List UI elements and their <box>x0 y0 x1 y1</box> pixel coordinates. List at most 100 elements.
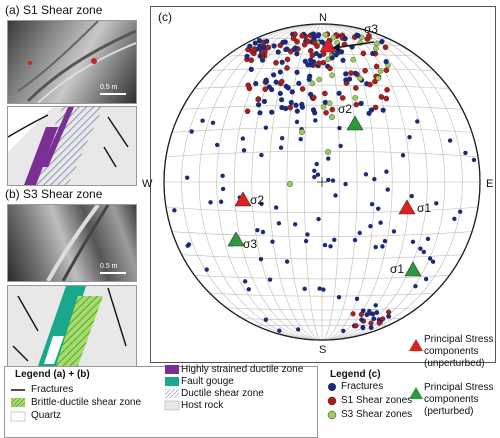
pole-point <box>264 38 270 44</box>
ductile-swatch <box>165 389 179 398</box>
pole-point <box>376 320 382 326</box>
legend-c-fractures: Fractures <box>341 381 384 392</box>
pole-point <box>375 75 382 82</box>
fracture-point <box>343 181 348 187</box>
fracture-point <box>312 168 317 173</box>
pole-point <box>290 35 297 42</box>
pole-point <box>339 95 346 101</box>
pole-point <box>299 86 306 92</box>
pole-point <box>326 100 333 107</box>
pole-point <box>343 77 349 83</box>
sigma3-perturbed-triangle <box>227 231 245 247</box>
pole-point <box>380 107 386 113</box>
left-panel: (a) S1 Shear zone 0.5 m (b) <box>0 0 150 438</box>
pole-point <box>311 35 317 41</box>
sigma2-unperturbed-label: σ2 <box>250 193 265 207</box>
fracture-point <box>313 118 318 123</box>
pole-point <box>294 38 300 45</box>
pole-point <box>374 40 380 47</box>
pole-point <box>340 57 346 63</box>
pole-point <box>275 49 281 55</box>
pole-point <box>248 66 254 72</box>
fracture-point <box>277 328 282 333</box>
pole-point <box>311 39 318 46</box>
fracture-point <box>215 142 220 148</box>
parallel <box>209 293 435 297</box>
legend-gouge: Fault gouge <box>181 376 234 387</box>
pole-point <box>289 89 295 95</box>
sigma2-unperturbed-triangle <box>234 191 252 207</box>
pole-point <box>373 63 380 70</box>
legend-ab-symbols-left <box>10 389 26 422</box>
pole-point <box>315 33 321 39</box>
pole-point <box>374 310 380 315</box>
fracture-point <box>258 256 264 262</box>
fracture-point <box>322 242 328 248</box>
fracture-point <box>425 236 431 242</box>
quartz-swatch <box>10 411 26 422</box>
s1-dot <box>327 396 337 406</box>
fracture-point <box>210 120 216 126</box>
pole-point <box>359 317 365 323</box>
s3-sketch-drawing <box>12 286 127 366</box>
fracture-point <box>326 177 331 183</box>
legend-c-perturbed: Principal Stress components (perturbed) <box>424 382 494 417</box>
fracture-point <box>317 286 322 291</box>
fracture-point <box>457 209 463 214</box>
fracture-point <box>336 294 342 300</box>
pole-point <box>353 101 360 108</box>
pole-point <box>312 110 318 116</box>
fracture-dot <box>328 383 336 391</box>
pole-point <box>348 70 354 76</box>
legend-strained: Highly strained ductile zone <box>181 364 304 375</box>
fracture-point <box>305 232 310 237</box>
pole-point <box>252 40 258 46</box>
s3-point <box>298 128 305 135</box>
fracture-point <box>378 220 383 225</box>
pole-point <box>299 32 305 39</box>
s1-sketch-drawing <box>8 107 129 185</box>
fracture-point <box>430 259 436 264</box>
fracture-point <box>447 138 453 143</box>
pole-point <box>358 100 364 106</box>
s1-photo-texture <box>17 21 136 103</box>
parallel <box>209 67 435 71</box>
gouge-swatch <box>165 377 179 386</box>
fracture-point <box>185 175 190 180</box>
fracture-point <box>298 136 303 142</box>
fracture-point <box>302 286 307 292</box>
fracture-point <box>373 303 378 308</box>
legend-c-s1: S1 Shear zones <box>341 395 413 406</box>
parallel <box>255 324 389 327</box>
pole-point <box>288 99 294 106</box>
pole-point <box>255 96 261 103</box>
unperturbed-triangle-icon <box>409 339 423 351</box>
parallel <box>255 37 389 40</box>
fracture-point <box>326 156 331 161</box>
pole-point <box>257 110 263 116</box>
pole-point <box>273 59 279 66</box>
fracture-point <box>341 328 346 334</box>
pole-point <box>330 34 337 41</box>
fracture-point <box>385 187 390 192</box>
legend-fractures: Fractures <box>31 384 74 395</box>
fracture-point <box>410 239 416 245</box>
fracture-point <box>240 136 246 141</box>
strained-swatch <box>165 365 179 374</box>
pole-point <box>257 53 263 59</box>
pole-point <box>366 33 372 39</box>
pole-point <box>370 50 376 57</box>
fracture-point <box>413 283 418 289</box>
pole-point <box>284 65 290 71</box>
legend-c-unperturbed: Principal Stress components (unperturbed… <box>424 334 494 369</box>
fracture-point <box>204 267 209 272</box>
pole-point <box>336 49 342 55</box>
pole-point <box>386 313 392 319</box>
pole-point <box>260 44 266 51</box>
pole-point <box>342 36 348 42</box>
host-rock-swatch <box>164 400 180 411</box>
scale-label: 0.5 m <box>100 84 118 91</box>
pole-point <box>370 311 376 317</box>
south-label: S <box>319 344 327 356</box>
fracture-point <box>373 244 378 250</box>
